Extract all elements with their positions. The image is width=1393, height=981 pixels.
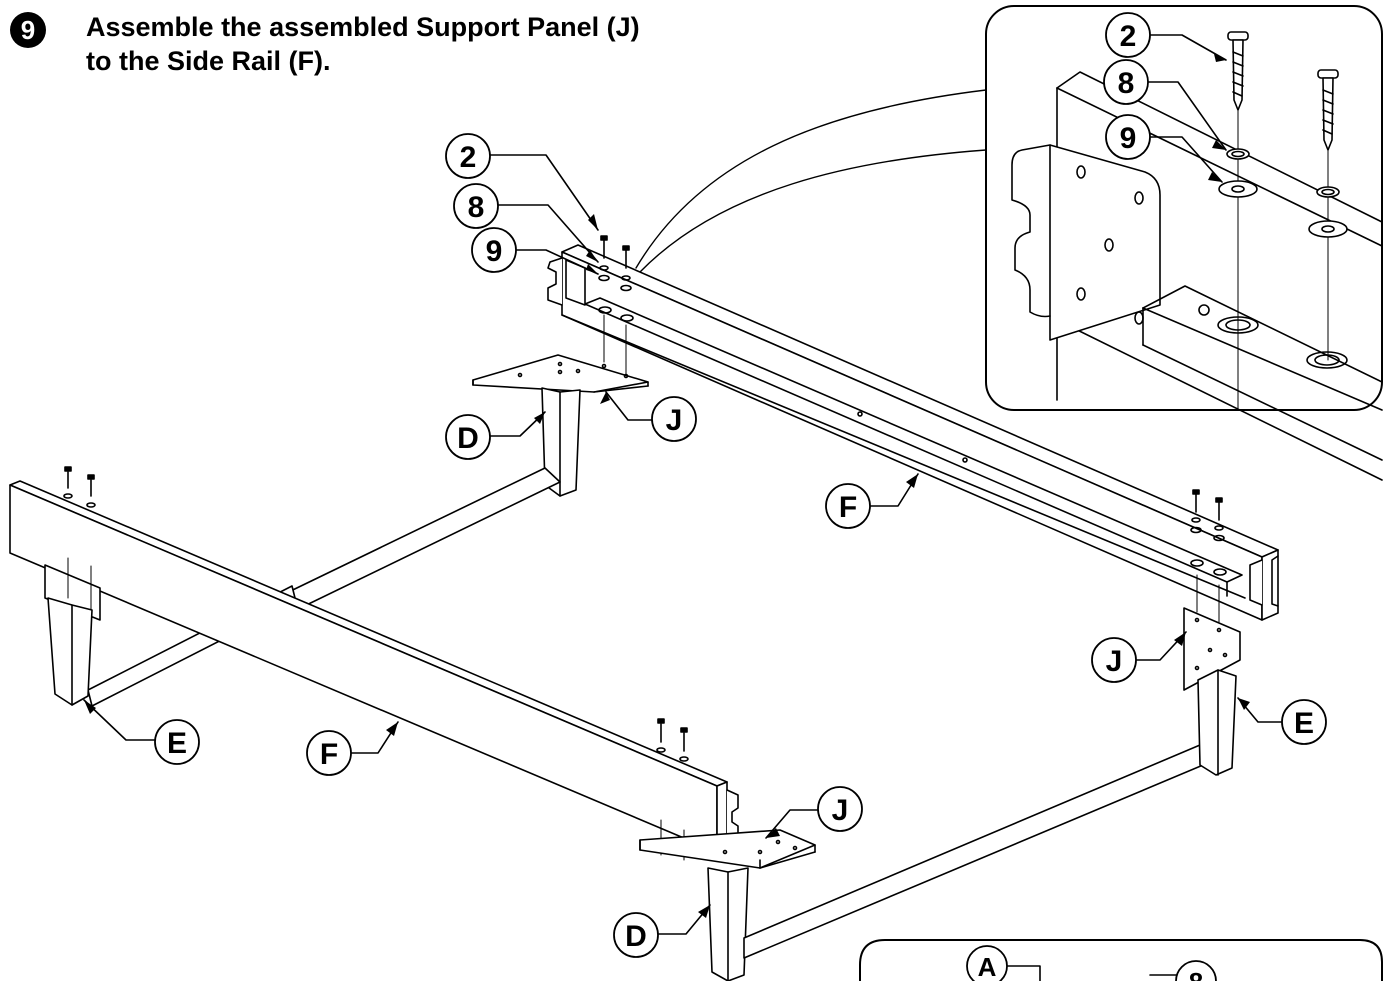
- callout-D-front: D: [613, 912, 659, 958]
- leader-arrowheads: [84, 54, 1250, 918]
- svg-text:D: D: [625, 920, 647, 953]
- callout-detail-9: 9: [1105, 114, 1151, 160]
- front-left-leg: [44, 466, 156, 741]
- callout-E-left: E: [154, 719, 200, 765]
- callout-J-back: J: [651, 396, 697, 442]
- callout-labels: 2 8 9 2 8 9 D J F E F J D J E A 8: [154, 12, 1327, 981]
- svg-text:9: 9: [486, 235, 503, 268]
- callout-J-right: J: [1091, 637, 1137, 683]
- svg-text:2: 2: [460, 141, 477, 174]
- instruction-line-1: Assemble the assembled Support Panel (J): [86, 12, 640, 42]
- back-side-rail: [547, 244, 1279, 621]
- callout-inset-A: A: [966, 945, 1008, 981]
- callout-main-2: 2: [445, 133, 491, 179]
- svg-text:2: 2: [1120, 20, 1137, 53]
- svg-text:8: 8: [468, 191, 485, 224]
- svg-text:J: J: [1106, 645, 1123, 678]
- instruction-heading: Assemble the assembled Support Panel (J)…: [86, 10, 786, 78]
- back-right-screws: [1190, 489, 1225, 623]
- svg-text:F: F: [839, 491, 857, 524]
- instruction-line-2: to the Side Rail (F).: [86, 46, 331, 76]
- right-support: [1183, 607, 1241, 776]
- inset-panel-bottom: [859, 939, 1383, 981]
- svg-text:J: J: [832, 794, 849, 827]
- svg-text:8: 8: [1118, 67, 1135, 100]
- callout-F-right: F: [825, 483, 871, 529]
- back-left-screws: [489, 154, 632, 377]
- callout-D-back: D: [445, 414, 491, 460]
- callout-inset-8: 8: [1175, 960, 1217, 981]
- svg-text:9: 9: [1120, 122, 1137, 155]
- svg-text:F: F: [320, 738, 338, 771]
- detail-callout-panel: [635, 5, 1383, 411]
- callout-leaders: [349, 391, 1283, 935]
- front-side-rail: [9, 480, 739, 853]
- detail-rail-zoom: [1011, 31, 1383, 481]
- svg-text:A: A: [978, 952, 997, 981]
- step-number-badge: 9: [10, 12, 46, 48]
- svg-text:E: E: [1294, 707, 1314, 740]
- svg-text:J: J: [666, 404, 683, 437]
- svg-text:E: E: [167, 727, 187, 760]
- svg-text:D: D: [457, 422, 479, 455]
- callout-F-front: F: [306, 730, 352, 776]
- callout-main-9: 9: [471, 227, 517, 273]
- callout-detail-2: 2: [1105, 12, 1151, 58]
- callout-J-front: J: [817, 786, 863, 832]
- callout-detail-8: 8: [1103, 59, 1149, 105]
- front-center-support: [639, 744, 1216, 981]
- callout-main-8: 8: [453, 183, 499, 229]
- svg-text:8: 8: [1189, 967, 1203, 981]
- callout-E-right: E: [1281, 699, 1327, 745]
